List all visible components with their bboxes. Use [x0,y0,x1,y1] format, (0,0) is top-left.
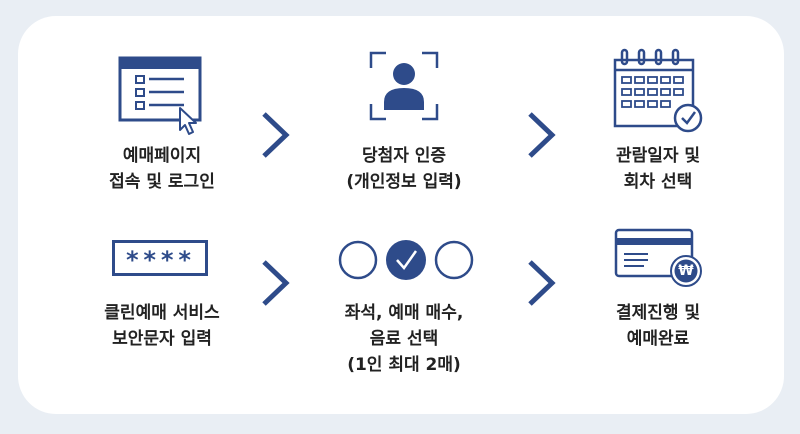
calendar-check-icon [613,48,703,133]
chevron-right-icon [262,112,290,158]
password-mask: **** [125,246,195,274]
chevron-right-icon [528,112,556,158]
seat-select-icon [338,240,474,280]
step-verify-label: 당첨자 인증(개인정보 입력) [346,146,462,192]
password-field-icon: **** [112,240,208,276]
chevron-right-icon [528,260,556,306]
person-scan-icon [369,51,439,121]
step-seat-label: 좌석, 예매 매수,음료 선택(1인 최대 2매) [344,303,464,375]
web-form-cursor-icon [118,56,202,135]
won-symbol: ₩ [678,263,694,279]
card-payment-icon: ₩ [614,228,702,288]
chevron-right-icon [262,260,290,306]
